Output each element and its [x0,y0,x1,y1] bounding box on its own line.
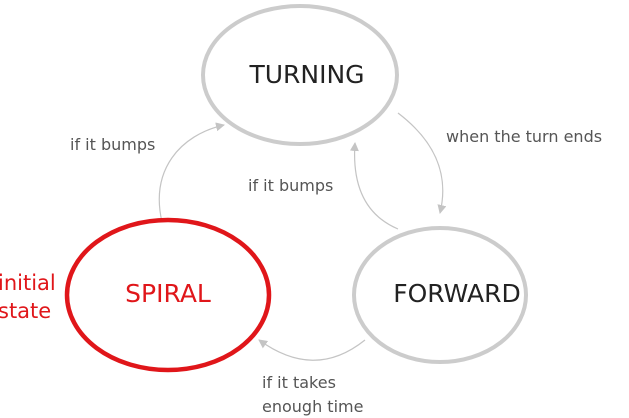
node-spiral-shape [64,217,272,373]
edge-forward-to-spiral [258,339,366,361]
node-turning-label: TURNING [248,60,364,89]
edge-label-forward-bumps: if it bumps [248,176,333,195]
node-forward: FORWARD [352,226,528,364]
edge-forward-to-turning [349,142,399,230]
edge-label-takes-time-line2: enough time [262,397,363,416]
edge-spiral-to-turning [158,122,225,223]
initial-state-note-line2: state [0,299,51,323]
node-forward-shape [352,226,528,364]
node-turning-shape [201,4,399,146]
node-forward-label: FORWARD [393,279,521,308]
edge-turning-to-forward [397,112,447,214]
edge-label-takes-time-line1: if it takes [262,373,336,392]
initial-state-note-line1: initial [0,271,56,295]
node-spiral: SPIRAL [64,217,272,373]
node-spiral-label: SPIRAL [125,279,211,308]
edge-label-spiral-bumps: if it bumps [70,135,155,154]
node-turning: TURNING [201,4,399,146]
edge-label-when-turn-ends: when the turn ends [446,127,602,146]
